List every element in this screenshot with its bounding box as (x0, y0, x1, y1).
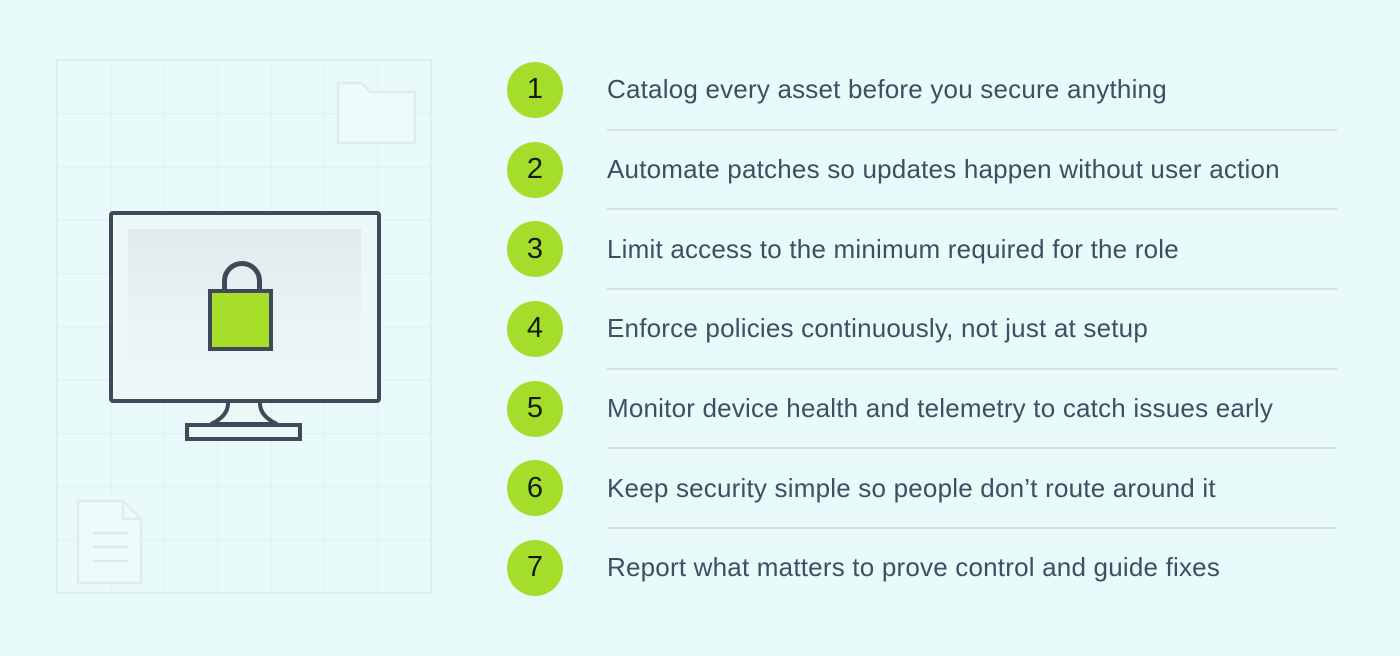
step-text: Report what matters to prove control and… (607, 552, 1221, 583)
security-steps-list: 1 Catalog every asset before you secure … (498, 50, 1337, 608)
row-divider (607, 288, 1337, 291)
step-text: Keep security simple so people don’t rou… (607, 472, 1216, 503)
folder-outline-icon (336, 81, 417, 145)
step-item-5: 5 Monitor device health and telemetry to… (498, 369, 1337, 450)
step-number-badge: 5 (507, 380, 563, 437)
step-item-6: 6 Keep security simple so people don’t r… (498, 448, 1337, 530)
step-text: Monitor device health and telemetry to c… (607, 393, 1274, 424)
security-illustration (56, 59, 432, 594)
lock-body (208, 289, 273, 351)
step-number-badge: 6 (507, 460, 563, 517)
step-item-1: 1 Catalog every asset before you secure … (498, 50, 1337, 131)
step-item-3: 3 Limit access to the minimum required f… (498, 209, 1337, 291)
step-text: Limit access to the minimum required for… (607, 233, 1179, 264)
step-number-badge: 3 (507, 221, 563, 278)
step-number-badge: 1 (507, 61, 563, 118)
lock-shackle (222, 261, 262, 293)
step-item-7: 7 Report what matters to prove control a… (498, 528, 1337, 608)
step-item-2: 2 Automate patches so updates happen wit… (498, 130, 1337, 211)
row-divider (607, 447, 1337, 450)
step-number-badge: 4 (507, 300, 563, 357)
step-text: Automate patches so updates happen witho… (607, 154, 1280, 185)
step-number-badge: 2 (507, 141, 563, 198)
monitor-stand-base (185, 423, 302, 441)
document-outline-icon (76, 499, 143, 585)
step-item-4: 4 Enforce policies continuously, not jus… (498, 289, 1337, 370)
step-text: Catalog every asset before you secure an… (607, 74, 1167, 105)
step-number-badge: 7 (507, 539, 563, 596)
row-divider (607, 527, 1337, 530)
lock-icon (208, 261, 273, 351)
row-divider (607, 128, 1337, 131)
step-text: Enforce policies continuously, not just … (607, 313, 1148, 344)
row-divider (607, 367, 1337, 370)
row-divider (607, 208, 1337, 211)
